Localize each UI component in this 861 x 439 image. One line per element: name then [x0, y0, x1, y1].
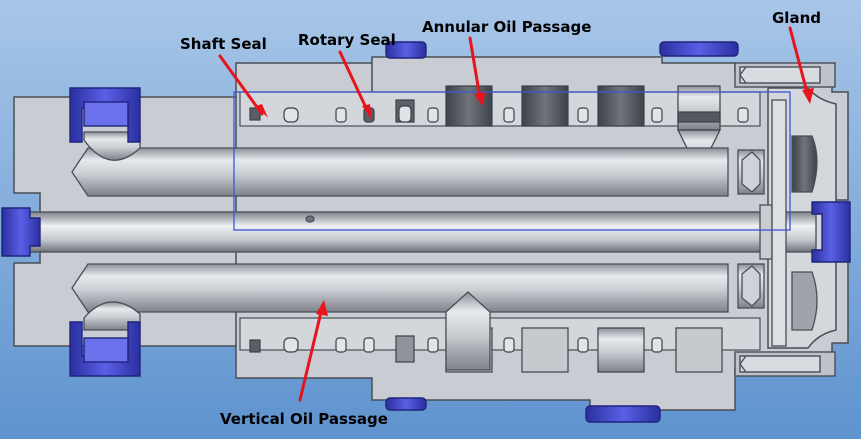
central-shaft [13, 204, 817, 260]
label-shaft-seal: Shaft Seal [180, 35, 267, 53]
right-plug [811, 201, 851, 263]
arrow-vertical-oil-passage [298, 306, 324, 402]
arrow-annular-oil-passage [468, 36, 482, 100]
top-cap-right [659, 41, 739, 57]
top-cap-left [385, 41, 427, 59]
arrow-shaft-seal [218, 54, 264, 116]
label-gland: Gland [772, 9, 821, 27]
bottom-cap-left [385, 397, 427, 411]
upper-seal-grooves [249, 85, 749, 174]
section-line [233, 91, 791, 231]
label-vertical-oil-passage: Vertical Oil Passage [220, 410, 388, 428]
blue-seals [1, 41, 851, 423]
label-rotary-seal: Rotary Seal [298, 31, 396, 49]
right-fittings [737, 99, 818, 347]
inner-bore [239, 91, 761, 351]
lower-oil-pipe [71, 263, 729, 371]
leader-arrows [218, 26, 814, 402]
label-annular-oil-passage: Annular Oil Passage [422, 18, 591, 36]
upper-fittings [734, 62, 836, 377]
left-plug [1, 207, 41, 257]
bottom-cap-right [585, 405, 661, 423]
arrow-rotary-seal [338, 50, 370, 114]
arrow-gland [788, 26, 810, 98]
